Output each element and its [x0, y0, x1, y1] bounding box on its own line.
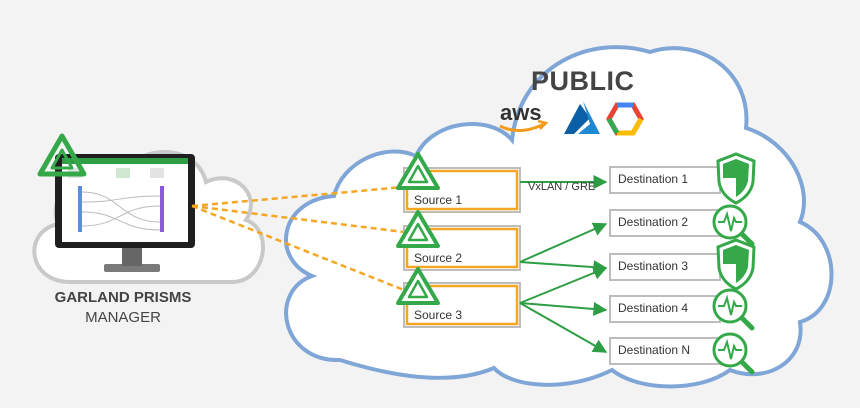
manager-title-line2: MANAGER — [85, 309, 161, 326]
source-label-1: Source 1 — [414, 193, 463, 207]
waveform-magnifier-icon — [712, 288, 755, 331]
source-3-prism-icon — [396, 267, 440, 305]
waveform-magnifier-icon — [712, 332, 755, 375]
tunnel-arrows — [519, 175, 608, 353]
google-cloud-logo — [606, 102, 644, 136]
source-label-2: Source 2 — [414, 251, 463, 265]
source-label-3: Source 3 — [414, 308, 463, 322]
shield-icon — [716, 152, 756, 205]
destination-label-n: Destination N — [618, 343, 691, 357]
azure-logo — [564, 101, 600, 134]
cloud-title: PUBLIC — [531, 66, 635, 96]
waveform-magnifier-icon — [712, 204, 755, 247]
source-2-prism-icon — [396, 210, 440, 248]
prisms-logo-icon — [37, 133, 87, 177]
tap-lines — [191, 185, 405, 292]
destination-label-3: Destination 3 — [618, 259, 689, 273]
public-cloud — [284, 45, 834, 389]
destination-label-4: Destination 4 — [618, 301, 689, 315]
destination-label-2: Destination 2 — [618, 215, 689, 229]
aws-logo: aws — [499, 100, 549, 132]
shield-icon — [716, 238, 756, 291]
aws-logo-text: aws — [500, 100, 542, 125]
monitor-icon — [55, 154, 195, 272]
destination-label-1: Destination 1 — [618, 172, 689, 186]
manager-title-line1: GARLAND PRISMS — [54, 289, 192, 306]
source-1-prism-icon — [396, 152, 440, 190]
tunnel-label: VxLAN / GRE — [528, 181, 596, 193]
